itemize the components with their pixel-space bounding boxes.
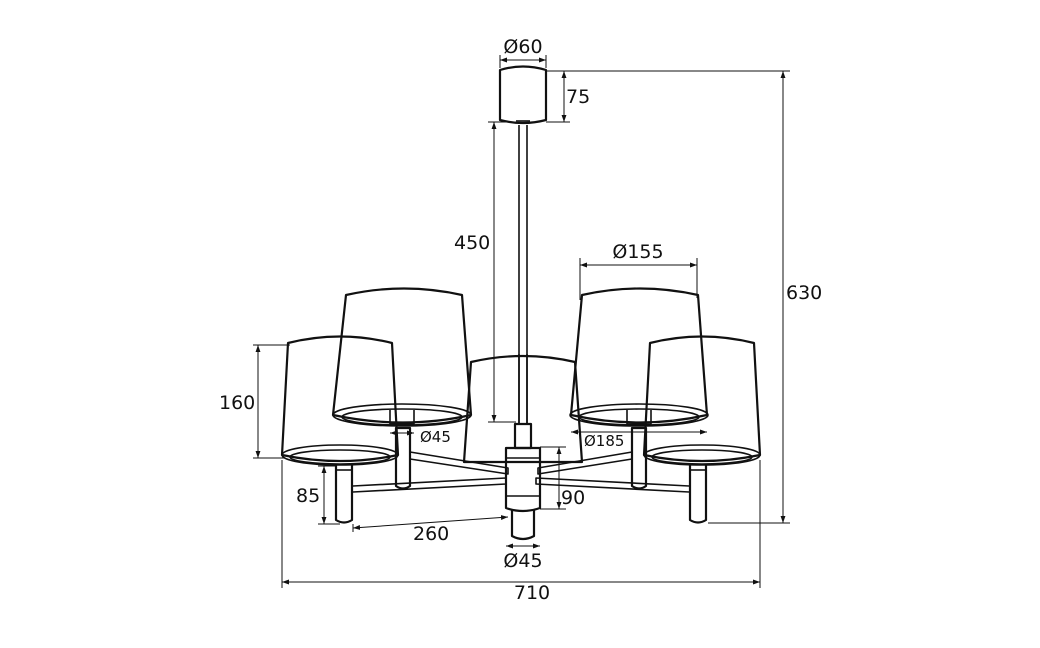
shade-front-right: [569, 287, 709, 427]
label-hub-height: 90: [561, 487, 585, 509]
label-cup-diameter: Ø45: [420, 428, 451, 446]
dim-total-height: 630: [708, 71, 822, 524]
dim-total-width: 710: [281, 460, 761, 604]
dim-canopy-diameter: Ø60: [499, 36, 547, 68]
center-hub: [504, 422, 542, 541]
dim-cup-diameter: Ø45: [390, 428, 451, 446]
label-rod-length: 450: [454, 232, 490, 254]
label-canopy-height: 75: [566, 86, 590, 108]
dim-hub-diameter: Ø45: [503, 543, 543, 572]
shade-front-left: [331, 287, 473, 427]
label-arm-reach: 260: [413, 523, 449, 545]
dim-shade-bottom-diameter: Ø185: [571, 429, 707, 450]
rod: [518, 125, 528, 424]
candle-outer-left: [334, 465, 354, 524]
dim-shade-top-diameter: Ø155: [579, 241, 698, 300]
label-shade-top-diameter: Ø155: [612, 241, 663, 263]
dim-arm-reach: 260: [352, 515, 509, 545]
shade-outer-right: [642, 335, 762, 466]
label-shade-bottom-diameter: Ø185: [584, 432, 624, 450]
shade-back-center: [462, 354, 584, 464]
label-total-width: 710: [514, 582, 550, 604]
dim-shade-height: 160: [219, 344, 290, 459]
dim-rod-length: 450: [454, 121, 516, 423]
dim-canopy-height: 75: [546, 70, 790, 123]
label-shade-height: 160: [219, 392, 255, 414]
dim-candle-height: 85: [296, 465, 340, 525]
label-total-height: 630: [786, 282, 822, 304]
canopy: [498, 65, 548, 125]
shade-outer-left: [280, 335, 400, 466]
candle-inner-right: [630, 426, 648, 490]
candle-inner-left: [394, 426, 412, 490]
candle-outer-right: [688, 465, 708, 524]
dim-hub-height: 90: [540, 446, 585, 510]
label-canopy-diameter: Ø60: [503, 36, 542, 58]
label-hub-diameter: Ø45: [503, 550, 542, 572]
label-candle-height: 85: [296, 485, 320, 507]
